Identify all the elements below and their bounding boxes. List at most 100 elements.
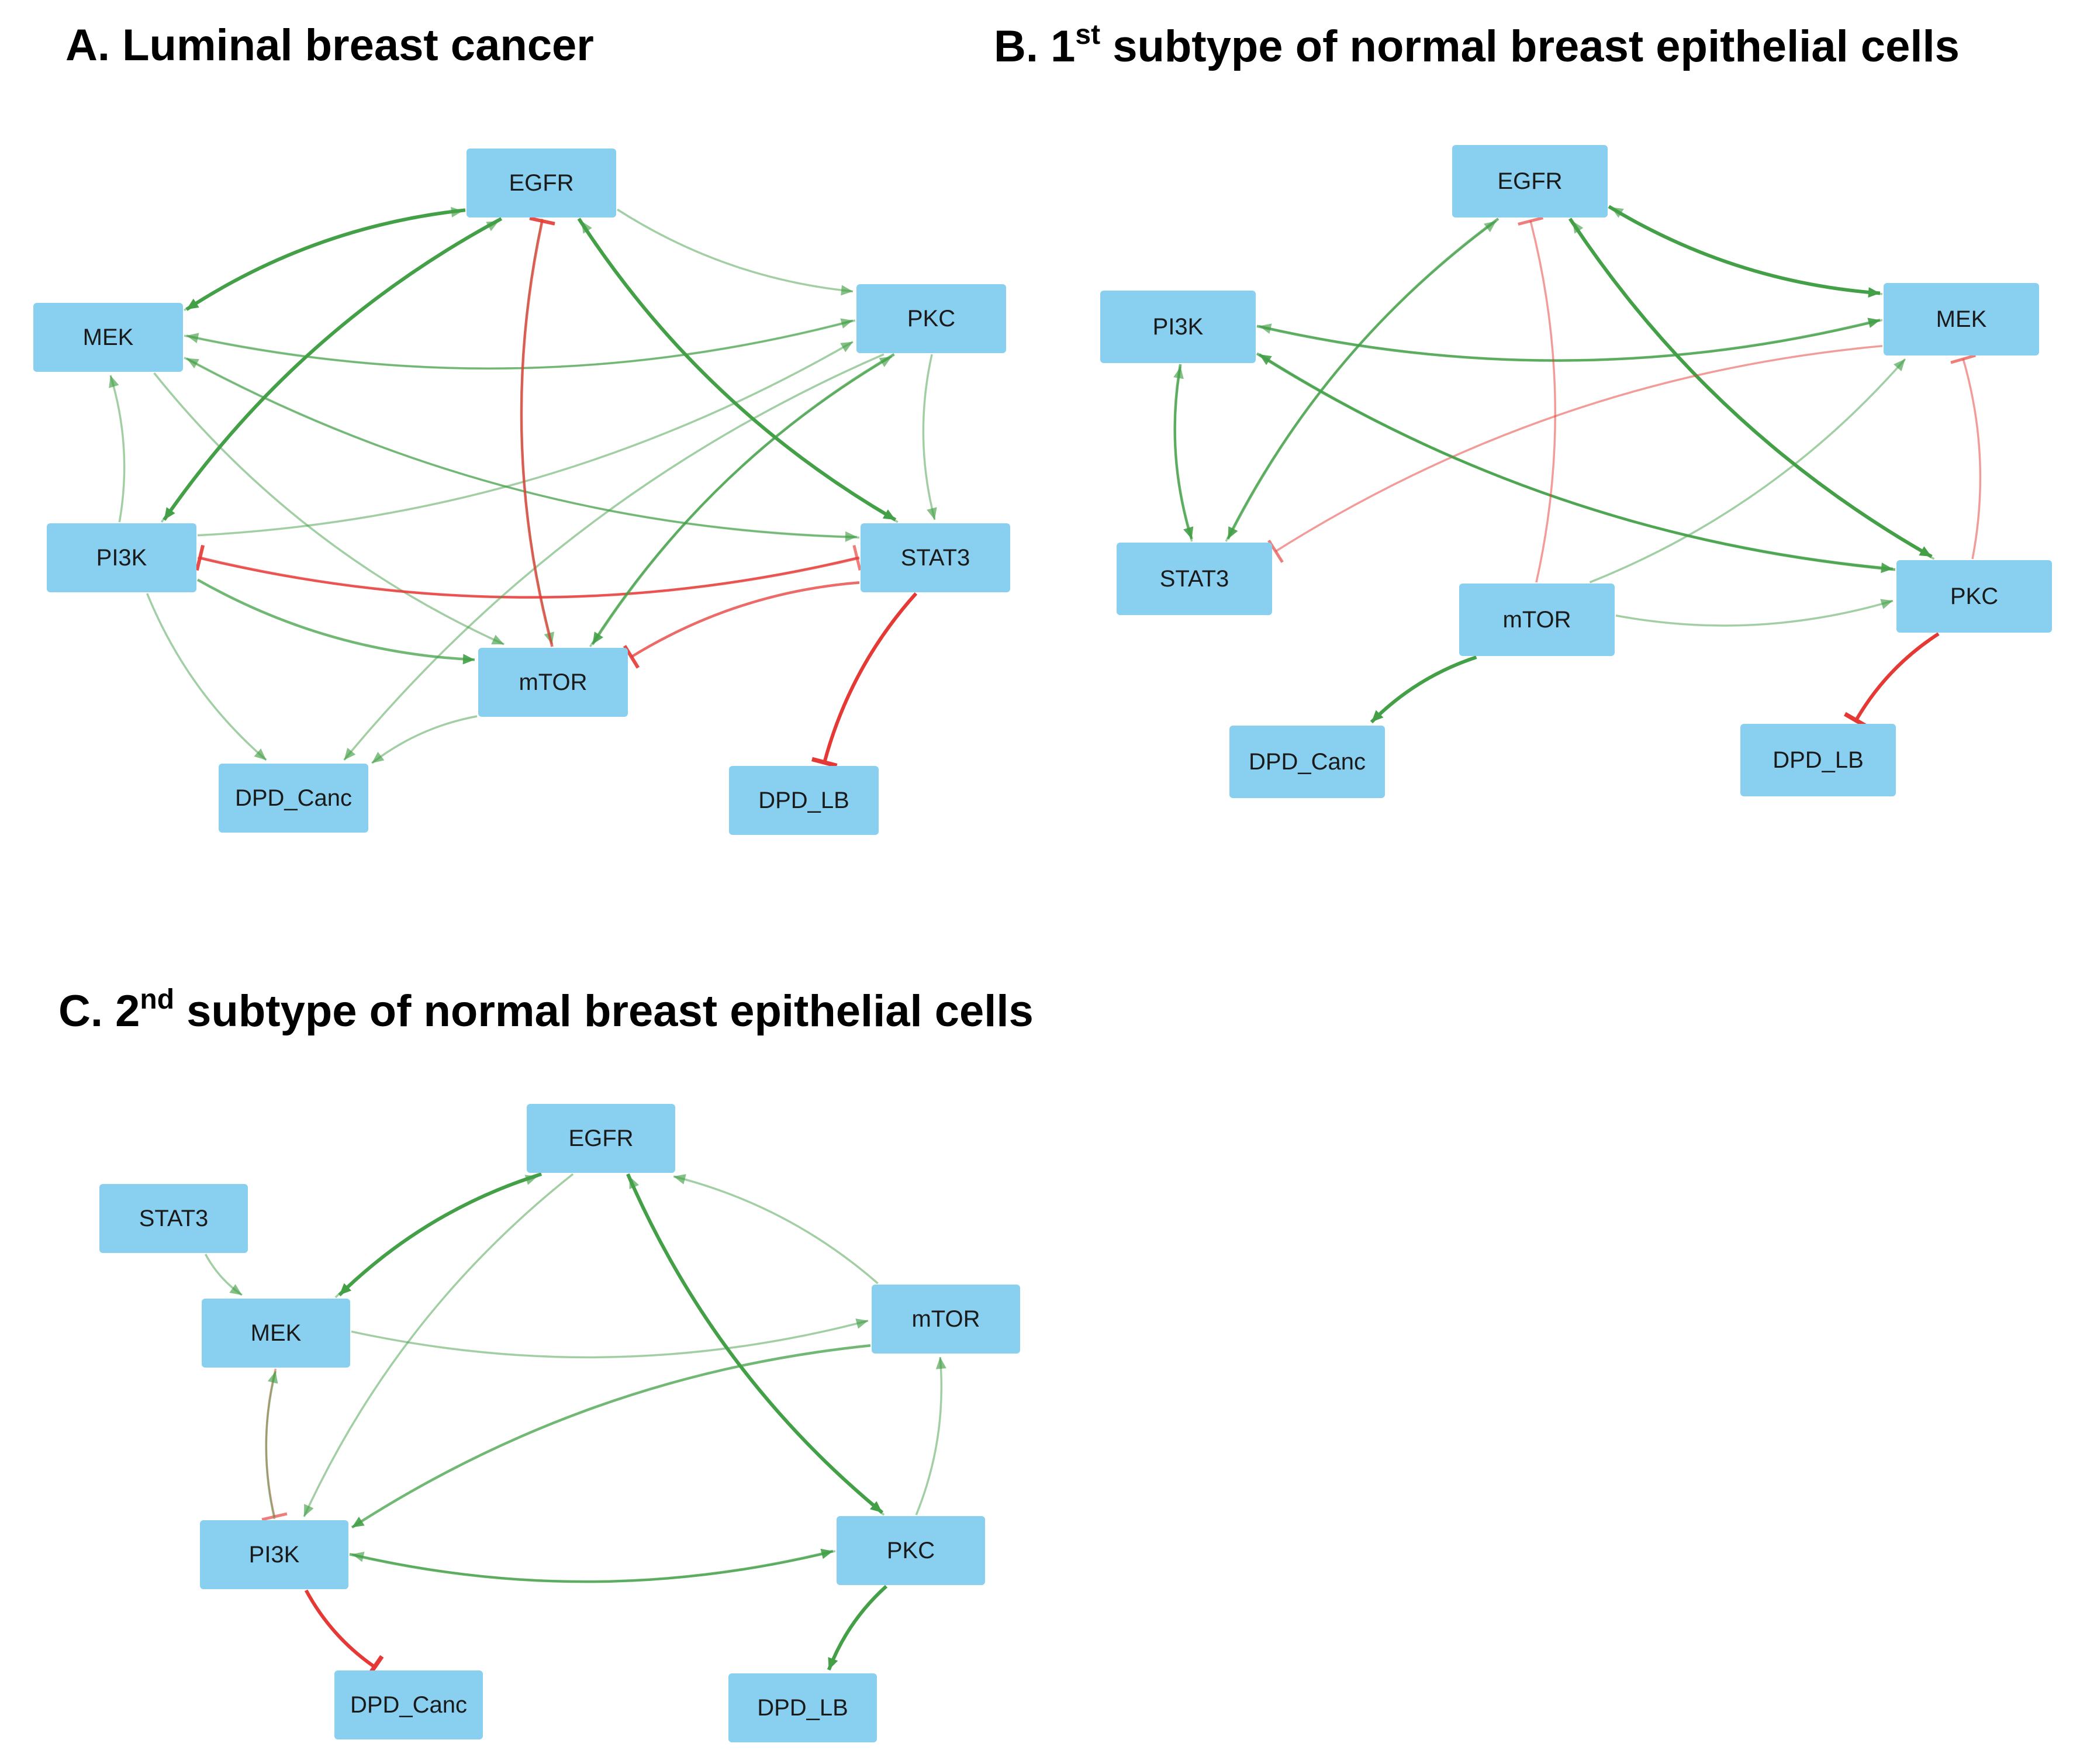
node-mtor-b: mTOR bbox=[1459, 584, 1615, 656]
node-label: MEK bbox=[82, 324, 134, 350]
activation-arrowhead bbox=[164, 507, 175, 520]
edge-egfr-to-mek bbox=[185, 208, 466, 311]
edge-stat3-to-pi3k bbox=[199, 556, 860, 599]
node-label: DPD_LB bbox=[757, 1694, 848, 1721]
activation-arrowhead bbox=[352, 1551, 365, 1562]
node-dpd-lb-c: DPD_LB bbox=[728, 1673, 877, 1742]
activation-arrowhead bbox=[882, 509, 896, 520]
edge-mtor-to-dpd-canc bbox=[371, 715, 478, 764]
panel-c-title-sup: nd bbox=[140, 984, 175, 1015]
inhibition-tbar bbox=[1518, 216, 1544, 226]
node-dpd-canc-a: DPD_Canc bbox=[219, 764, 368, 833]
activation-arrowhead bbox=[935, 1357, 946, 1369]
activation-arrowhead bbox=[673, 1174, 686, 1185]
activation-arrowhead bbox=[524, 1175, 538, 1185]
edge-pi3k-to-dpd-canc bbox=[304, 1589, 376, 1669]
node-label: PI3K bbox=[96, 544, 147, 571]
edge-pi3k-to-dpd-canc bbox=[146, 593, 267, 761]
edge-pi3k-to-mek bbox=[265, 1371, 277, 1520]
activation-arrowhead bbox=[1880, 599, 1893, 609]
activation-arrowhead bbox=[879, 357, 892, 367]
edge-pi3k-to-egfr bbox=[160, 220, 500, 523]
edge-pkc-to-pi3k bbox=[351, 1550, 836, 1583]
edge-mek-to-egfr bbox=[184, 210, 464, 312]
edge-mtor-to-egfr bbox=[673, 1175, 879, 1285]
node-label: PKC bbox=[907, 305, 956, 332]
edge-pkc-to-egfr bbox=[1571, 220, 1935, 560]
node-label: MEK bbox=[250, 1320, 302, 1346]
node-label: STAT3 bbox=[900, 544, 970, 571]
node-mtor-a: mTOR bbox=[478, 648, 628, 717]
node-pi3k-b: PI3K bbox=[1100, 291, 1256, 363]
node-label: PKC bbox=[886, 1537, 935, 1563]
node-pkc-b: PKC bbox=[1896, 560, 2052, 633]
activation-arrowhead bbox=[1259, 323, 1272, 334]
edge-pkc-to-dpd-lb bbox=[1854, 632, 1940, 722]
node-mek-b: MEK bbox=[1884, 283, 2039, 355]
node-label: PI3K bbox=[1152, 313, 1204, 340]
node-label: EGFR bbox=[568, 1125, 634, 1151]
activation-arrowhead bbox=[491, 634, 505, 644]
edge-pi3k-to-mtor bbox=[196, 578, 475, 661]
node-stat3-c: STAT3 bbox=[99, 1184, 248, 1253]
panel-a-edges bbox=[109, 206, 937, 768]
activation-arrowhead bbox=[927, 507, 937, 520]
edge-mtor-to-mek bbox=[1589, 358, 1906, 584]
node-label: MEK bbox=[1936, 306, 1987, 332]
activation-arrowhead bbox=[1259, 354, 1272, 365]
activation-arrowhead bbox=[1894, 359, 1905, 371]
node-pi3k-c: PI3K bbox=[200, 1520, 348, 1589]
edge-mtor-to-dpd-canc bbox=[1370, 655, 1477, 724]
edge-pkc-to-mek bbox=[186, 319, 856, 370]
node-label: mTOR bbox=[911, 1306, 980, 1332]
panel-b-title-suffix: subtype of normal breast epithelial cell… bbox=[1100, 22, 1960, 71]
panel-b-title-prefix: B. 1 bbox=[994, 22, 1076, 71]
node-dpd-canc-b: DPD_Canc bbox=[1229, 726, 1385, 798]
edge-pkc-to-mek bbox=[1962, 358, 1982, 560]
edge-mtor-to-egfr bbox=[520, 220, 554, 647]
edge-stat3-to-mtor bbox=[630, 581, 860, 658]
edge-pkc-to-egfr bbox=[628, 1176, 885, 1516]
activation-arrowhead bbox=[462, 654, 475, 665]
edge-egfr-to-pkc bbox=[617, 208, 854, 293]
panel-c-title-prefix: C. 2 bbox=[58, 986, 140, 1036]
node-label: DPD_LB bbox=[758, 787, 849, 813]
panel-c-edges bbox=[204, 1172, 946, 1679]
activation-arrowhead bbox=[841, 285, 853, 296]
node-label: STAT3 bbox=[139, 1205, 209, 1231]
node-egfr-c: EGFR bbox=[527, 1104, 675, 1173]
node-label: STAT3 bbox=[1159, 565, 1229, 592]
panel-c-title-suffix: subtype of normal breast epithelial cell… bbox=[174, 986, 1034, 1036]
node-egfr-a: EGFR bbox=[467, 149, 616, 218]
edge-mek-to-mtor bbox=[153, 372, 505, 645]
activation-arrowhead bbox=[267, 1371, 278, 1384]
edge-egfr-to-mek bbox=[1608, 205, 1881, 295]
activation-arrowhead bbox=[451, 206, 463, 218]
node-stat3-a: STAT3 bbox=[861, 523, 1010, 592]
activation-arrowhead bbox=[629, 1176, 640, 1189]
node-label: DPD_LB bbox=[1773, 747, 1864, 773]
activation-arrowhead bbox=[855, 1318, 868, 1329]
node-label: PKC bbox=[1950, 583, 1999, 609]
edge-stat3-to-egfr bbox=[1225, 220, 1497, 542]
activation-arrowhead bbox=[592, 631, 603, 644]
edge-mek-to-pi3k bbox=[1259, 319, 1883, 362]
node-mek-c: MEK bbox=[202, 1299, 350, 1368]
inhibition-tbar bbox=[811, 757, 838, 768]
activation-arrowhead bbox=[581, 221, 592, 234]
edge-pkc-to-dpd-canc bbox=[343, 353, 885, 761]
edge-stat3-to-egfr bbox=[580, 220, 899, 523]
edge-egfr-to-stat3 bbox=[1226, 218, 1500, 540]
edge-pkc-to-stat3 bbox=[922, 354, 936, 520]
node-dpd-lb-a: DPD_LB bbox=[729, 766, 879, 835]
activation-arrowhead bbox=[840, 341, 853, 353]
inhibition-tbar bbox=[1950, 354, 1976, 364]
activation-arrowhead bbox=[109, 375, 119, 388]
node-label: mTOR bbox=[519, 669, 588, 695]
panel-a-title-text: A. Luminal breast cancer bbox=[65, 20, 594, 70]
edge-pkc-to-mtor bbox=[915, 1356, 943, 1516]
activation-arrowhead bbox=[229, 1284, 242, 1295]
activation-arrowhead bbox=[486, 221, 499, 232]
node-pi3k-a: PI3K bbox=[47, 523, 196, 592]
